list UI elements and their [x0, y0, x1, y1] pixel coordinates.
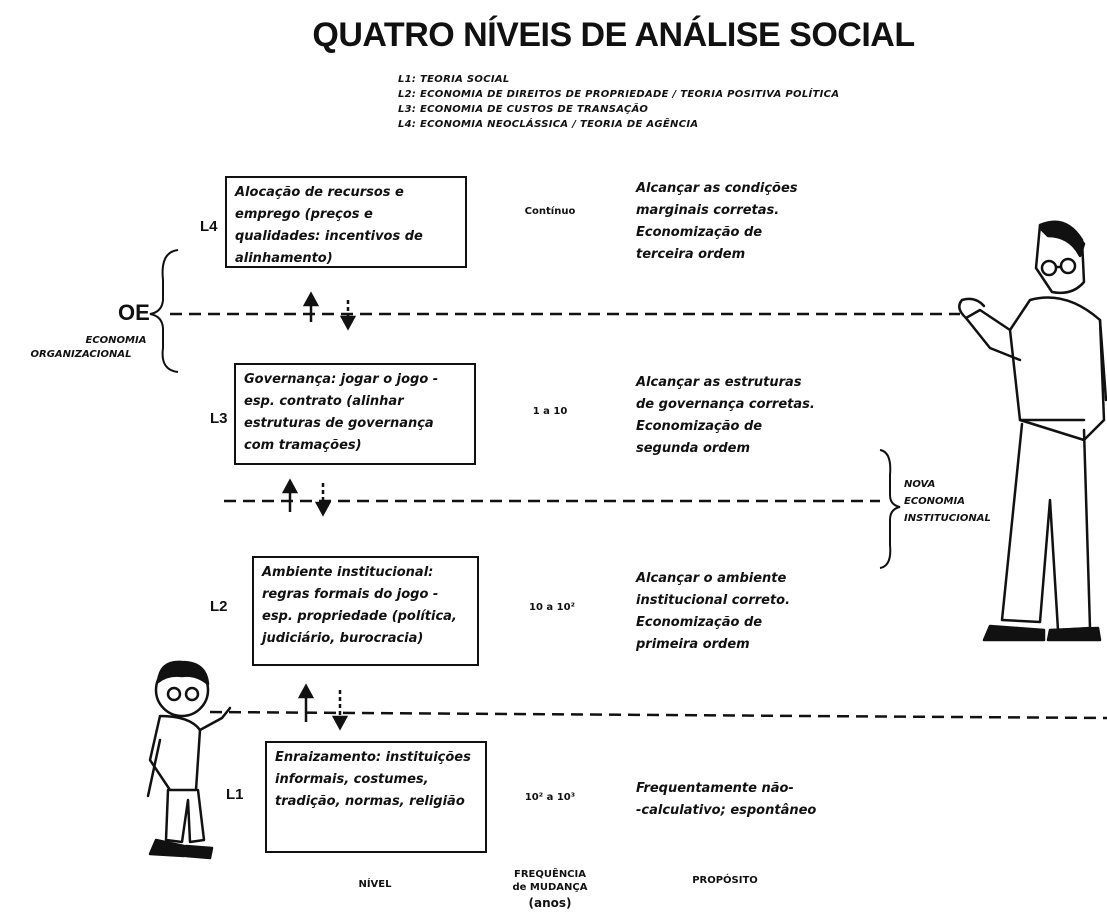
- purpose-l4: Alcançar as condições marginais corretas…: [636, 181, 798, 262]
- purpose-l3: Alcançar as estruturas de governança cor…: [636, 375, 815, 456]
- brace-oe: [149, 249, 179, 373]
- separator-line-l2-l1: [209, 710, 1107, 720]
- frequency-l1: 10² a 10³: [524, 792, 576, 803]
- oe-label: OE: [118, 300, 150, 325]
- nie-label: NOVA ECONOMIA INSTITUCIONAL: [904, 476, 991, 527]
- legend-item-l2: L2: ECONOMIA DE DIREITOS DE PROPRIEDADE …: [398, 89, 840, 100]
- level-label-l1: L1: [226, 786, 244, 803]
- footer-purpose: PROPÓSITO: [692, 875, 758, 886]
- arrows-l4-l3: [302, 291, 357, 331]
- level-box-l4: Alocação de recursos e emprego (preços e…: [225, 176, 467, 268]
- footer-level: NÍVEL: [358, 879, 392, 890]
- arrows-l2-l1: [297, 683, 349, 731]
- footer-frequency-line-1: FREQUÊNCIA: [514, 869, 586, 880]
- purpose-l1: Frequentamente não- -calculativo; espont…: [636, 781, 817, 818]
- child-illustration: [146, 660, 232, 860]
- legend-item-l3: L3: ECONOMIA DE CUSTOS DE TRANSAÇÃO: [398, 104, 649, 115]
- legend-item-l1: L1: TEORIA SOCIAL: [398, 74, 510, 85]
- man-illustration: [958, 220, 1107, 642]
- level-box-l1: Enraizamento: instituições informais, co…: [265, 741, 487, 853]
- level-label-l3: L3: [210, 410, 228, 427]
- footer-frequency: FREQUÊNCIA de MUDANÇA (anos): [510, 868, 590, 910]
- level-label-l4: L4: [200, 218, 218, 235]
- legend-item-l4: L4: ECONOMIA NEOCLÁSSICA / TEORIA DE AGÊ…: [398, 119, 699, 130]
- nie-line-2: ECONOMIA: [904, 496, 965, 507]
- frequency-l2: 10 a 10²: [529, 602, 575, 613]
- arrows-l3-l2: [281, 478, 332, 517]
- oe-description: ECONOMIA ORGANIZACIONAL: [6, 334, 156, 362]
- nie-line-3: INSTITUCIONAL: [904, 513, 991, 524]
- oe-line-1: ECONOMIA: [85, 335, 147, 346]
- footer-frequency-line-3: (anos): [528, 896, 572, 910]
- nie-line-1: NOVA: [904, 479, 936, 490]
- oe-line-2: ORGANIZACIONAL: [30, 349, 132, 360]
- diagram-title: QUATRO NÍVEIS DE ANÁLISE SOCIAL: [312, 16, 915, 54]
- frequency-l4: Contínuo: [524, 206, 576, 217]
- brace-nie: [879, 449, 901, 569]
- purpose-l2: Alcançar o ambiente institucional corret…: [636, 571, 791, 652]
- level-box-l2: Ambiente institucional: regras formais d…: [252, 556, 479, 666]
- footer-frequency-line-2: de MUDANÇA: [512, 882, 588, 893]
- frequency-l3: 1 a 10: [532, 406, 568, 417]
- level-label-l2: L2: [210, 598, 228, 615]
- level-box-l3: Governança: jogar o jogo - esp. contrato…: [234, 363, 476, 465]
- legend: L1: TEORIA SOCIAL L2: ECONOMIA DE DIREIT…: [398, 72, 839, 132]
